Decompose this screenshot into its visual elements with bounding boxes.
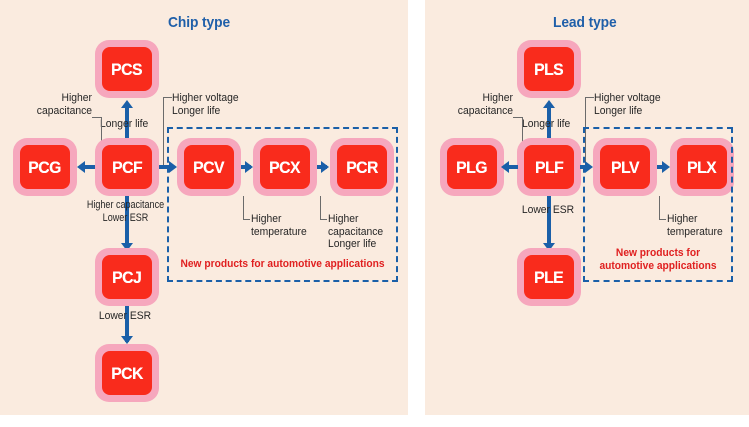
node-ple[interactable]: PLE	[517, 248, 581, 306]
node-pcg[interactable]: PCG	[13, 138, 77, 196]
node-plf-label: PLF	[534, 157, 564, 177]
node-pls[interactable]: PLS	[517, 40, 581, 98]
node-plf[interactable]: PLF	[517, 138, 581, 196]
label-higher-capacitance-lead: Higher capacitance	[457, 92, 513, 117]
automotive-note-lead: New products for automotive applications	[599, 247, 717, 272]
automotive-highlight-box-chip	[167, 127, 398, 282]
node-plv-label: PLV	[611, 157, 639, 177]
node-pck[interactable]: PCK	[95, 344, 159, 402]
node-ple-label: PLE	[534, 267, 564, 287]
node-ple-core: PLE	[524, 255, 574, 299]
node-pcs[interactable]: PCS	[95, 40, 159, 98]
arrow-pcf-to-pcv-head	[169, 161, 177, 173]
arrow-pcf-to-pcj-head	[121, 243, 133, 251]
node-pcr-label: PCR	[346, 157, 378, 177]
leader-higher-voltage-chip-h	[163, 97, 172, 98]
node-pcf[interactable]: PCF	[95, 138, 159, 196]
label-lower-esr-lead: Lower ESR	[521, 204, 575, 216]
node-pcv-core: PCV	[184, 145, 234, 189]
node-pcs-core: PCS	[102, 47, 152, 91]
node-plx[interactable]: PLX	[670, 138, 734, 196]
node-plg-core: PLG	[447, 145, 497, 189]
node-pcg-core: PCG	[20, 145, 70, 189]
node-pck-core: PCK	[102, 351, 152, 395]
node-plf-core: PLF	[524, 145, 574, 189]
leader-higher-temperature-chip-h	[243, 219, 250, 220]
arrow-pcf-to-pcg-head	[77, 161, 85, 173]
node-plv-core: PLV	[600, 145, 650, 189]
arrow-plf-to-plv-head	[585, 161, 593, 173]
chip-type-title: Chip type	[168, 14, 231, 31]
node-pls-label: PLS	[534, 59, 564, 79]
arrow-pcj-to-pck-shaft	[125, 306, 129, 342]
label-higher-capacitance-chip: Higher capacitance	[36, 92, 92, 117]
arrow-plf-to-ple-head	[543, 243, 555, 251]
node-plg-label: PLG	[456, 157, 488, 177]
arrow-plv-to-plx-head	[662, 161, 670, 173]
arrow-pcv-to-pcx-head	[245, 161, 253, 173]
node-pcs-label: PCS	[111, 59, 143, 79]
chip-type-panel: Chip type PCS Longer life Higher capacit…	[0, 0, 408, 415]
node-pcf-label: PCF	[112, 157, 143, 177]
arrow-pcf-to-pcs-shaft	[125, 108, 129, 140]
lead-type-title: Lead type	[553, 14, 617, 31]
arrow-pcf-to-pcg-shaft	[85, 165, 95, 169]
leader-higher-capacitance-longer-life-chip-v	[320, 196, 321, 220]
automotive-note-chip: New products for automotive applications	[180, 258, 385, 270]
node-plg[interactable]: PLG	[440, 138, 504, 196]
arrow-pcf-to-pcs-head	[121, 100, 133, 108]
arrow-pcj-to-pck-head	[121, 336, 133, 344]
node-pck-label: PCK	[111, 363, 143, 383]
leader-higher-capacitance-lead-h	[513, 117, 523, 118]
leader-higher-voltage-chip-v	[163, 97, 164, 167]
node-pcr[interactable]: PCR	[330, 138, 394, 196]
label-higher-voltage-longer-life-chip: Higher voltage Longer life	[172, 92, 239, 117]
arrow-plf-to-pls-shaft	[547, 108, 551, 140]
node-pcg-label: PCG	[28, 157, 62, 177]
leader-higher-capacitance-chip-h	[92, 117, 102, 118]
node-plx-core: PLX	[677, 145, 727, 189]
node-pcx[interactable]: PCX	[253, 138, 317, 196]
node-pcx-label: PCX	[269, 157, 301, 177]
node-pls-core: PLS	[524, 47, 574, 91]
label-higher-temperature-chip: Higher temperature	[251, 213, 307, 238]
node-pcj[interactable]: PCJ	[95, 248, 159, 306]
node-pcj-core: PCJ	[102, 255, 152, 299]
arrow-plf-to-pls-head	[543, 100, 555, 108]
label-higher-capacitance-longer-life-chip: Higher capacitance Longer life	[328, 213, 384, 250]
arrow-plf-to-plg-shaft	[509, 165, 518, 169]
automotive-highlight-box-lead	[583, 127, 733, 282]
arrow-plf-to-ple-shaft	[547, 196, 551, 248]
label-higher-capacitance-lower-esr-chip: Higher capacitance Lower ESR	[86, 199, 165, 224]
leader-higher-capacitance-longer-life-chip-h	[320, 219, 327, 220]
arrow-pcf-to-pcj-shaft	[125, 196, 129, 248]
label-higher-voltage-longer-life-lead: Higher voltage Longer life	[594, 92, 661, 117]
node-pcx-core: PCX	[260, 145, 310, 189]
lead-type-panel: Lead type PLS Longer life Higher capacit…	[425, 0, 749, 415]
leader-higher-voltage-lead-h	[585, 97, 594, 98]
node-pcf-core: PCF	[102, 145, 152, 189]
arrow-pcx-to-pcr-head	[321, 161, 329, 173]
leader-higher-temperature-lead-v	[659, 196, 660, 220]
leader-higher-temperature-chip-v	[243, 196, 244, 220]
arrow-plf-to-plg-head	[501, 161, 509, 173]
node-pcv[interactable]: PCV	[177, 138, 241, 196]
leader-higher-voltage-lead-v	[585, 97, 586, 167]
label-longer-life-chip: Longer life	[100, 118, 149, 130]
label-lower-esr-chip: Lower ESR	[98, 310, 152, 322]
node-pcj-label: PCJ	[112, 267, 142, 287]
node-pcv-label: PCV	[193, 157, 225, 177]
node-pcr-core: PCR	[337, 145, 387, 189]
label-longer-life-lead: Longer life	[522, 118, 571, 130]
arrow-pcf-to-pcv-shaft	[159, 165, 169, 169]
leader-higher-temperature-lead-h	[659, 219, 666, 220]
label-higher-temperature-lead: Higher temperature	[667, 213, 723, 238]
node-plx-label: PLX	[687, 157, 717, 177]
node-plv[interactable]: PLV	[593, 138, 657, 196]
